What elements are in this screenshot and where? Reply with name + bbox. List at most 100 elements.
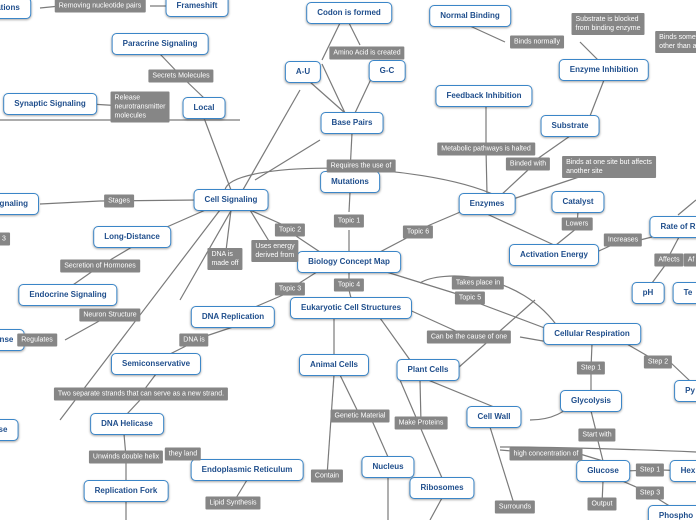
concept-node-mutations[interactable]: Mutations xyxy=(320,171,380,193)
link-label[interactable]: Output xyxy=(587,497,617,511)
concept-node-ribosomes[interactable]: Ribosomes xyxy=(409,477,475,499)
concept-node-replication-fork[interactable]: Replication Fork xyxy=(83,480,169,502)
concept-node-activation[interactable]: Activation Energy xyxy=(508,244,600,266)
connector-line xyxy=(39,200,101,205)
concept-node-catalyst[interactable]: Catalyst xyxy=(551,191,605,213)
concept-node-dna-rep[interactable]: DNA Replication xyxy=(190,306,276,328)
concept-node-plant-cells[interactable]: Plant Cells xyxy=(396,359,460,381)
concept-node-hex[interactable]: Hex xyxy=(669,460,696,482)
link-label[interactable]: DNA is made off xyxy=(207,248,243,270)
concept-node-cell-wall[interactable]: Cell Wall xyxy=(466,406,522,428)
concept-node-enzymes[interactable]: Enzymes xyxy=(458,193,516,215)
link-label[interactable]: Start with xyxy=(578,428,616,442)
link-label[interactable]: Substrate is blocked from binding enzyme xyxy=(571,13,645,35)
link-label[interactable]: Secretion of Hormones xyxy=(60,259,140,273)
link-label[interactable]: Topic 5 xyxy=(454,291,486,305)
concept-node-gc[interactable]: G-C xyxy=(368,60,406,82)
link-label[interactable]: Increases xyxy=(603,233,643,247)
link-label[interactable]: Amino Acid is created xyxy=(329,46,405,60)
link-label[interactable]: Requires the use of xyxy=(326,159,396,173)
link-label[interactable]: high concentration of xyxy=(509,447,583,461)
concept-node-animal-cells[interactable]: Animal Cells xyxy=(298,354,370,376)
concept-node-er[interactable]: Endoplasmic Reticulum xyxy=(190,459,304,481)
concept-node-synaptic[interactable]: Synaptic Signaling xyxy=(3,93,97,115)
link-label[interactable]: Topic 1 xyxy=(333,214,365,228)
concept-node-normal-binding[interactable]: Normal Binding xyxy=(429,5,511,27)
concept-node-au[interactable]: A-U xyxy=(284,61,322,83)
link-label[interactable]: Step 1 xyxy=(576,361,606,375)
link-label[interactable]: Surrounds xyxy=(494,500,536,514)
connector-line xyxy=(579,453,604,462)
link-label[interactable]: Topic 3 xyxy=(274,282,306,296)
link-label[interactable]: Lipid Synthesis xyxy=(205,496,261,510)
connector-line xyxy=(369,415,389,458)
concept-node-nucleus[interactable]: Nucleus xyxy=(361,456,415,478)
link-label[interactable]: Regulates xyxy=(17,333,57,347)
concept-node-py[interactable]: Py xyxy=(674,380,696,402)
link-label[interactable]: Genetic Material xyxy=(330,409,390,423)
link-label[interactable]: Binded with xyxy=(505,157,551,171)
link-label[interactable]: Topic 4 xyxy=(333,278,365,292)
concept-node-rate-of-r[interactable]: Rate of R xyxy=(649,216,696,238)
link-label[interactable]: Binds normally xyxy=(510,35,564,49)
link-label[interactable]: Lowers xyxy=(561,217,593,231)
concept-node-base-pairs[interactable]: Base Pairs xyxy=(320,112,384,134)
concept-node-signaling-left[interactable]: Signaling xyxy=(0,193,39,215)
link-label[interactable]: Metabolic pathways is halted xyxy=(437,142,535,156)
link-label[interactable]: Binds somew other than ac xyxy=(655,31,696,53)
concept-node-cell-signaling[interactable]: Cell Signaling xyxy=(193,189,269,211)
connector-line xyxy=(469,25,506,43)
concept-node-se[interactable]: se xyxy=(0,419,19,441)
concept-node-te[interactable]: Te xyxy=(672,282,696,304)
concept-node-dna-helicase[interactable]: DNA Helicase xyxy=(90,413,164,435)
link-label[interactable]: Removing nucleotide pairs xyxy=(54,0,146,13)
concept-node-semiconservative[interactable]: Semiconservative xyxy=(110,353,202,375)
link-label[interactable]: Uses energy derived from xyxy=(251,240,299,262)
link-label[interactable]: Release neurotransmitter molecules xyxy=(110,91,170,123)
connector-line xyxy=(321,63,346,114)
link-label[interactable]: Topic 2 xyxy=(274,223,306,237)
concept-node-phospho[interactable]: Phospho xyxy=(647,505,696,520)
concept-node-bio-map[interactable]: Biology Concept Map xyxy=(297,251,401,273)
link-label[interactable]: they land xyxy=(164,447,202,461)
link-label[interactable]: Topic 6 xyxy=(402,225,434,239)
concept-node-long-distance[interactable]: Long-Distance xyxy=(93,226,171,248)
link-label[interactable]: Can be the cause of one xyxy=(426,330,512,344)
concept-node-frameshift[interactable]: Frameshift xyxy=(165,0,229,17)
concept-node-paracrine[interactable]: Paracrine Signaling xyxy=(111,33,209,55)
connector-line xyxy=(429,497,443,520)
concept-node-glycolysis[interactable]: Glycolysis xyxy=(559,390,623,412)
link-label[interactable]: Unwinds double helix xyxy=(88,450,164,464)
concept-node-substrate[interactable]: Substrate xyxy=(540,115,600,137)
concept-node-cell-resp[interactable]: Cellular Respiration xyxy=(543,323,641,345)
concept-node-feedback[interactable]: Feedback Inhibition xyxy=(435,85,533,107)
link-label[interactable]: Step 3 xyxy=(635,486,665,500)
link-label[interactable]: Affects xyxy=(654,253,684,267)
link-label[interactable]: Contain xyxy=(310,469,344,483)
concept-node-eukaryotic[interactable]: Eukaryotic Cell Structures xyxy=(289,297,413,319)
link-label[interactable]: 3 xyxy=(0,232,10,246)
link-label[interactable]: Step 1 xyxy=(635,463,665,477)
concept-node-mutations-tl[interactable]: ations xyxy=(0,0,31,19)
concept-node-enzyme-inhib[interactable]: Enzyme Inhibition xyxy=(558,59,650,81)
connector-line xyxy=(348,22,361,46)
link-label[interactable]: Stages xyxy=(104,194,134,208)
concept-node-local[interactable]: Local xyxy=(182,97,226,119)
link-label[interactable]: Binds at one site but affects another si… xyxy=(562,156,656,178)
concept-node-codon[interactable]: Codon is formed xyxy=(306,2,392,24)
concept-node-ph[interactable]: pH xyxy=(631,282,665,304)
link-label[interactable]: DNA is xyxy=(179,333,209,347)
link-label[interactable]: Secrets Molecules xyxy=(148,69,214,83)
link-label[interactable]: Two separate strands that can serve as a… xyxy=(53,387,229,401)
concept-node-glucose[interactable]: Glucose xyxy=(576,460,630,482)
connector-line xyxy=(469,299,551,331)
link-label[interactable]: Step 2 xyxy=(643,355,673,369)
link-label[interactable]: Make Proteins xyxy=(394,416,448,430)
connector-line xyxy=(677,199,696,216)
link-label[interactable]: Af xyxy=(683,253,696,267)
link-label[interactable]: Takes place in xyxy=(451,276,505,290)
connector-line xyxy=(669,361,691,382)
concept-node-endocrine[interactable]: Endocrine Signaling xyxy=(18,284,118,306)
link-label[interactable]: Neuron Structure xyxy=(79,308,141,322)
